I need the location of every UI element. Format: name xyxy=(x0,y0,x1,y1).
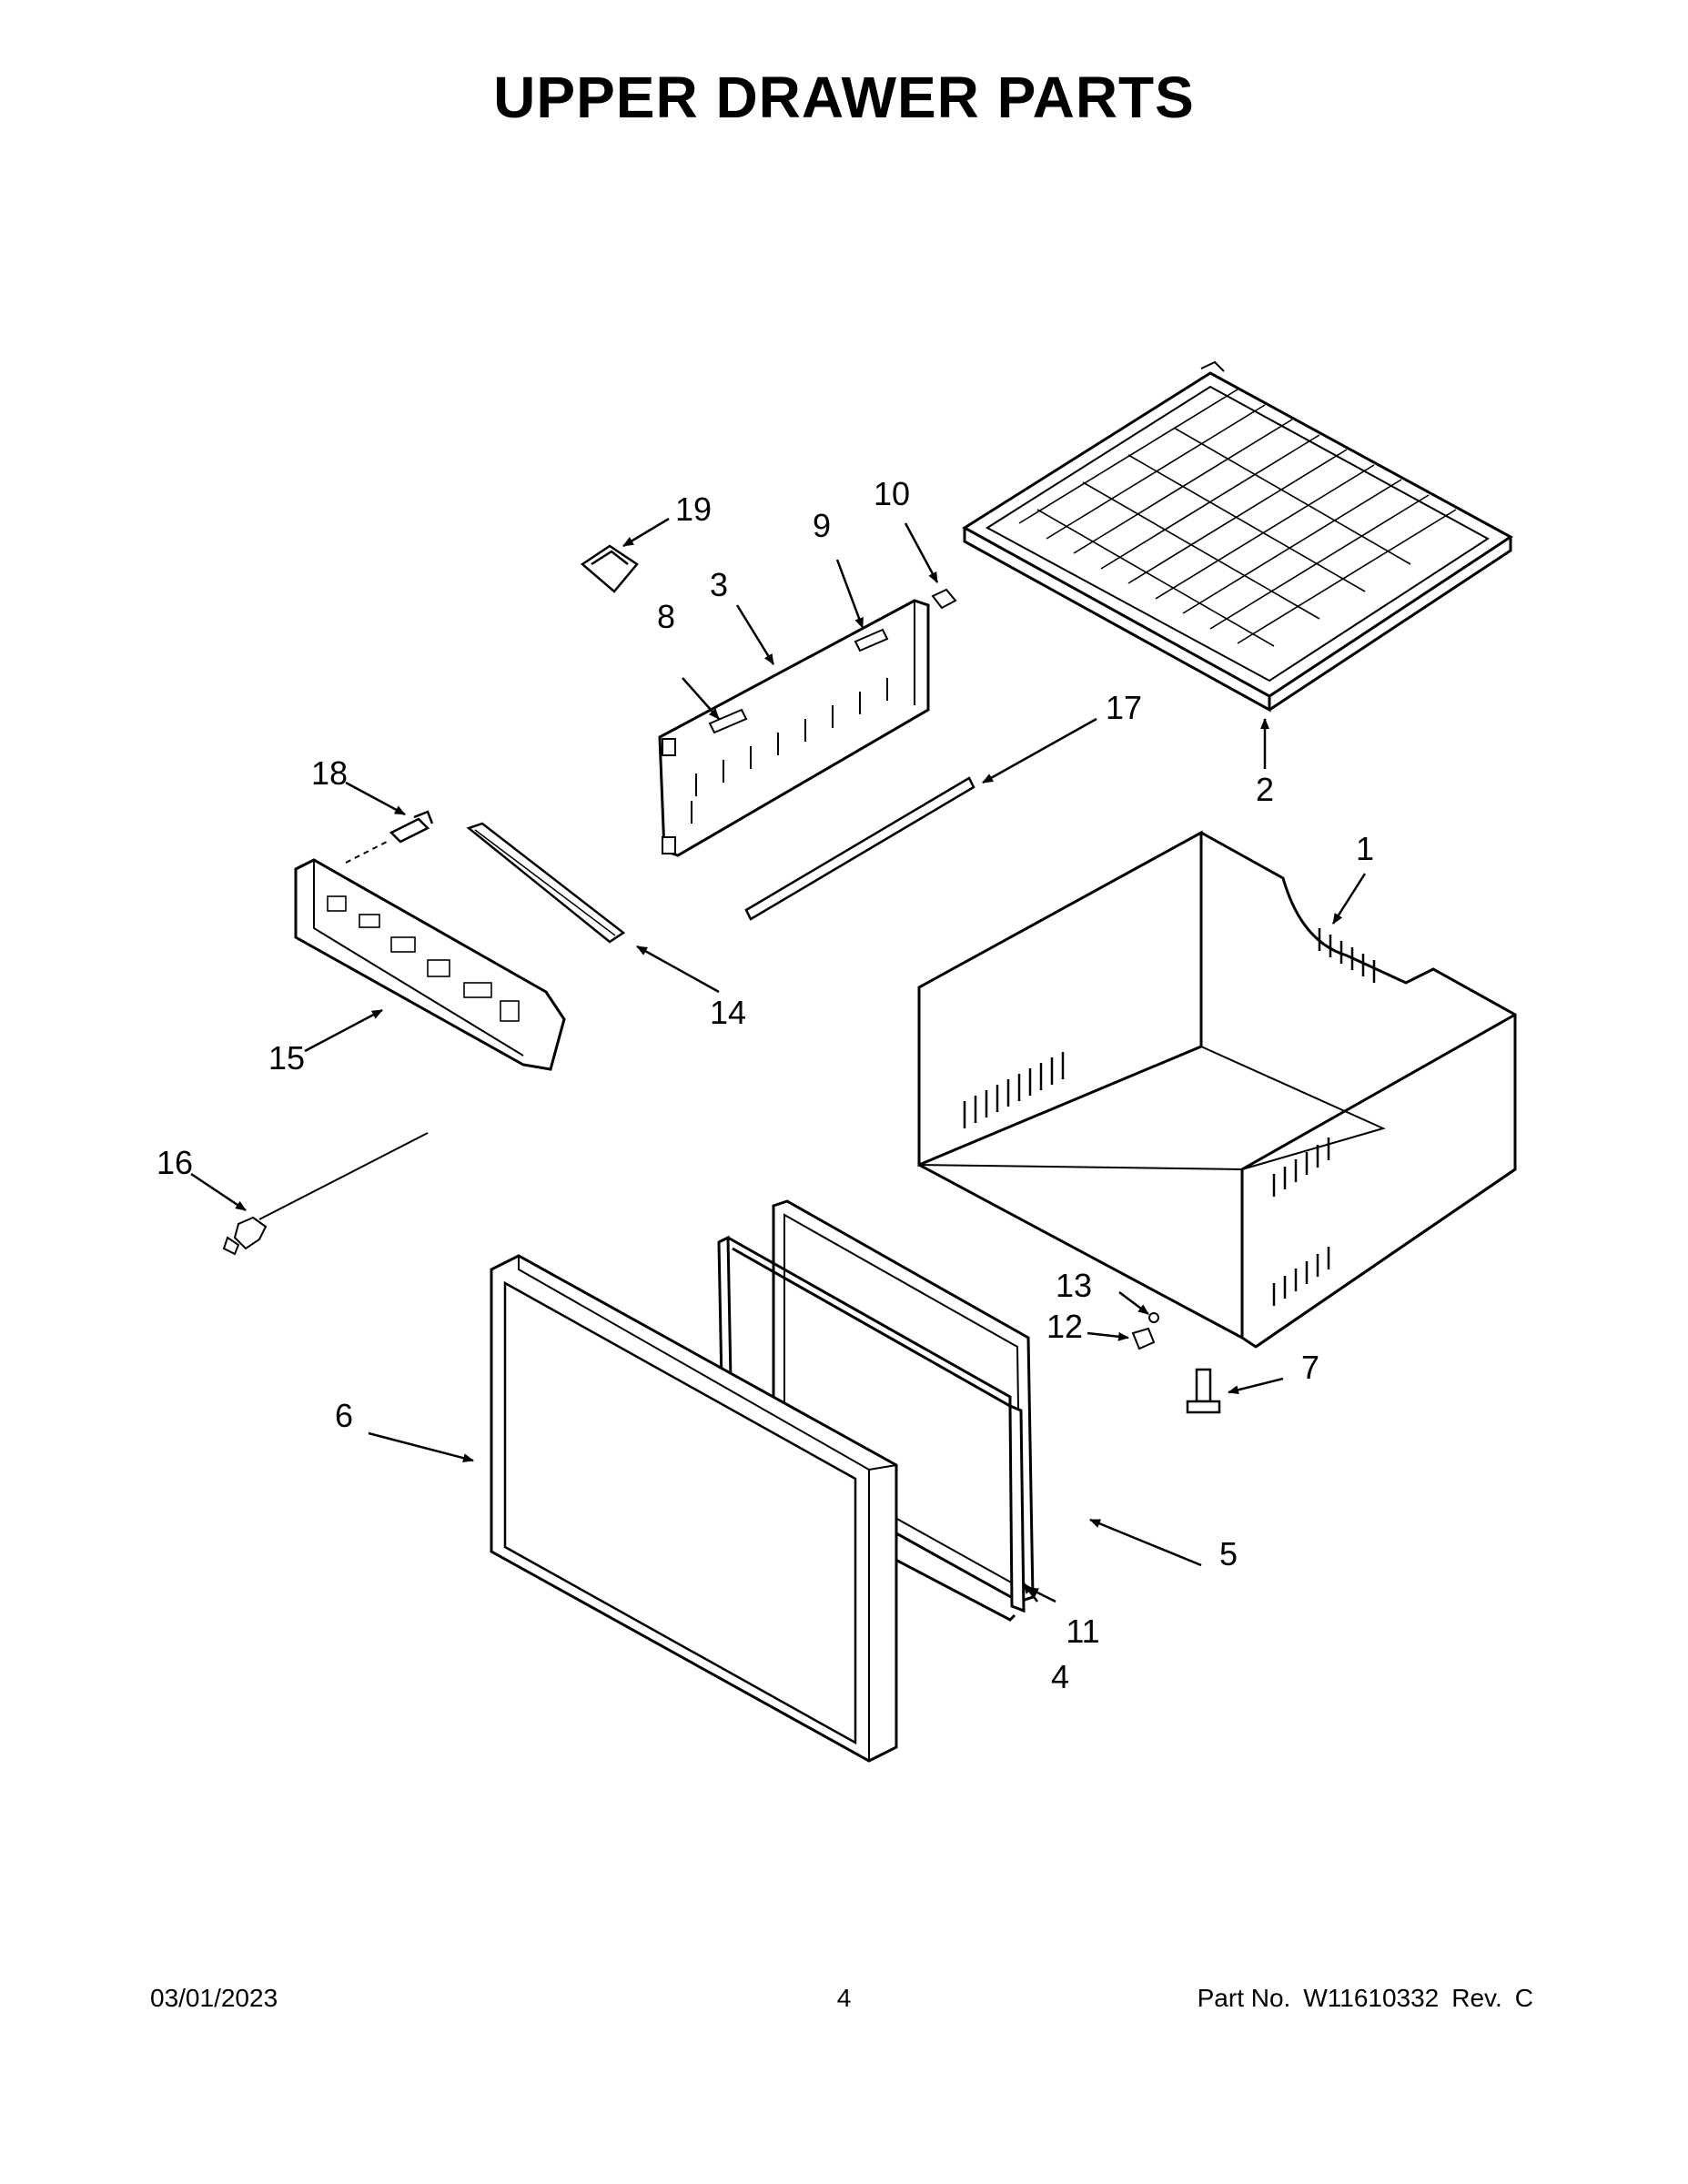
callout-6: 6 xyxy=(335,1397,353,1434)
leader-lines xyxy=(190,517,1367,1603)
callout-11: 11 xyxy=(1066,1613,1099,1650)
callout-5: 5 xyxy=(1219,1535,1238,1572)
part-divider xyxy=(658,588,957,857)
part-number: W11610332 xyxy=(1303,1984,1440,2012)
part-screw-18 xyxy=(345,810,434,864)
part-shelf xyxy=(962,360,1513,713)
part-lens-14 xyxy=(466,822,626,944)
callout-18: 18 xyxy=(311,754,348,792)
page-title: UPPER DRAWER PARTS xyxy=(493,65,1195,130)
callout-10: 10 xyxy=(874,475,910,512)
callout-9: 9 xyxy=(813,507,831,544)
rev-label: Rev. xyxy=(1451,1984,1502,2012)
footer-date: 03/01/2023 xyxy=(150,1984,278,2012)
footer-part-info: Part No. W11610332 Rev. C xyxy=(1198,1984,1533,2013)
callout-13: 13 xyxy=(1056,1267,1092,1304)
part-clip-19 xyxy=(580,544,639,593)
callout-7: 7 xyxy=(1301,1349,1319,1386)
callout-labels: 1 2 3 4 5 6 7 8 9 10 11 12 13 14 15 16 1… xyxy=(157,475,1374,1695)
callout-1: 1 xyxy=(1356,830,1374,867)
part-strip-17 xyxy=(744,776,975,921)
callout-16: 16 xyxy=(157,1144,193,1181)
callout-17: 17 xyxy=(1106,689,1142,726)
part-washer-13 xyxy=(1148,1312,1159,1323)
part-screw-9 xyxy=(854,628,889,652)
part-clip-12 xyxy=(1131,1327,1156,1350)
callout-12: 12 xyxy=(1046,1308,1083,1345)
part-screw-8 xyxy=(708,708,748,734)
part-nut-10 xyxy=(931,588,957,610)
rev-value: C xyxy=(1514,1984,1533,2012)
callout-14: 14 xyxy=(710,994,746,1031)
part-screw-7 xyxy=(1186,1368,1221,1414)
part-drawer-front-6 xyxy=(490,1254,898,1763)
part-housing-15 xyxy=(294,858,566,1071)
callout-4: 4 xyxy=(1051,1658,1069,1695)
part-label: Part No. xyxy=(1197,1984,1291,2012)
part-harness-16 xyxy=(222,1132,429,1256)
callout-3: 3 xyxy=(710,566,728,603)
callout-2: 2 xyxy=(1256,771,1274,808)
callout-15: 15 xyxy=(268,1039,305,1077)
footer-page-number: 4 xyxy=(836,1984,852,2012)
callout-8: 8 xyxy=(657,598,675,635)
part-trim-11 xyxy=(1008,1403,1026,1613)
part-drawer-bin xyxy=(917,830,1517,1349)
callout-19: 19 xyxy=(675,490,712,528)
